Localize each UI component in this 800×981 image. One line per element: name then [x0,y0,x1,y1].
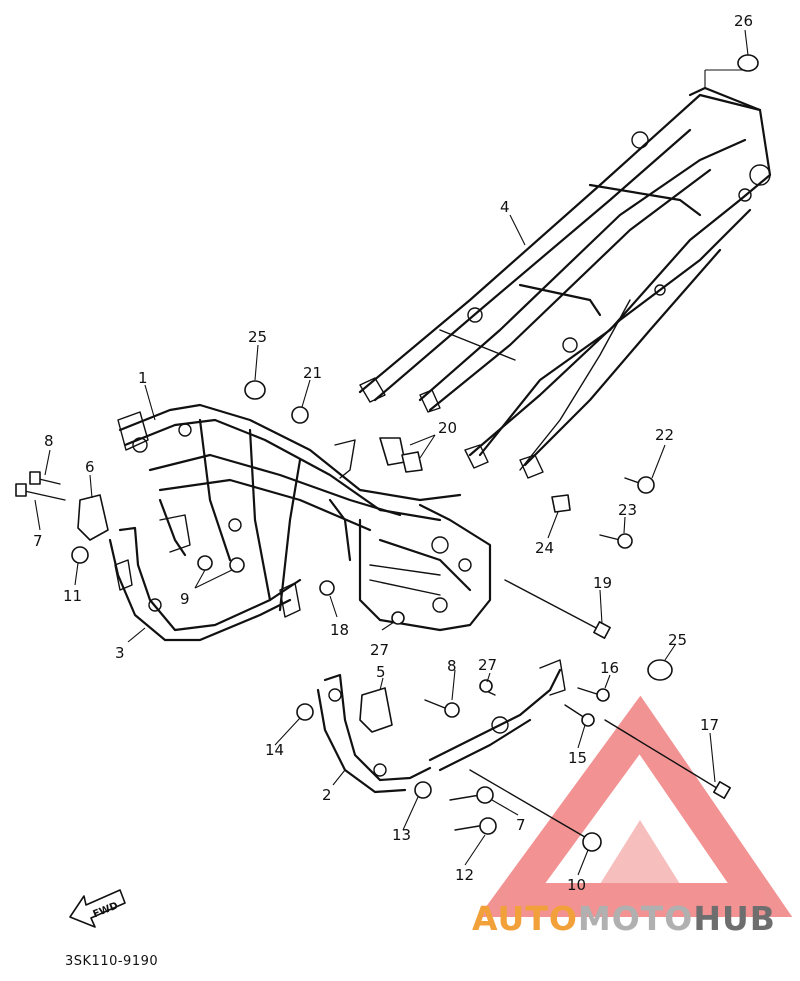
callout-7a: 7 [33,532,43,550]
callout-24: 24 [535,539,554,557]
callout-4: 4 [500,198,510,216]
bolt-head-16 [596,688,610,702]
cap-26 [737,54,759,72]
callout-1: 1 [138,369,148,387]
bolt-15 [564,704,586,719]
callout-26: 26 [734,12,753,30]
collar-20a [379,437,406,466]
nut-27b [479,679,493,693]
long-bolts [15,471,731,841]
watermark-text: AUTOMOTOHUB [472,899,776,938]
callout-numbers: 26 4 25 21 1 20 22 8 6 23 7 24 19 9 11 1… [33,12,753,894]
diagram-code: 3SK110-9190 [65,954,158,969]
callout-19: 19 [593,574,612,592]
bolt-10 [469,769,591,841]
lower-front-bracket [108,526,302,642]
nut-25a [244,380,266,400]
plate-6 [77,494,109,541]
bolt-head-8b [444,702,460,718]
bolt-head-23 [617,533,633,549]
callout-27b: 27 [478,656,497,674]
callout-23: 23 [618,501,637,519]
bolt-head-22 [637,476,655,494]
bolt-head-12 [479,817,497,835]
callout-12: 12 [455,866,474,884]
nut-11 [71,546,89,564]
callout-21: 21 [303,364,322,382]
callout-22: 22 [655,426,674,444]
callout-10: 10 [567,876,586,894]
bolt-23 [599,534,621,541]
callout-20: 20 [438,419,457,437]
callout-27a: 27 [370,641,389,659]
callout-6: 6 [85,458,95,476]
collar-18 [319,580,335,596]
callout-7b: 7 [516,816,526,834]
forward-arrow-icon: FWD [69,889,126,928]
collar-20b [401,451,423,473]
nut-25b [647,659,673,681]
rear-subframe [358,86,772,479]
leader-lines [34,29,749,876]
nut-27a [391,611,405,625]
watermark-moto: MOTO [578,899,693,938]
callout-13: 13 [392,826,411,844]
bolt-19 [504,579,601,631]
watermark-auto: AUTO [472,899,578,938]
callout-11: 11 [63,587,82,605]
callout-17: 17 [700,716,719,734]
callout-16: 16 [600,659,619,677]
callout-15: 15 [568,749,587,767]
nuts-collars [71,54,759,852]
bolt-head-15 [581,713,595,727]
nut-10 [582,832,602,852]
bolt-7 [19,489,66,501]
nut-13 [414,781,432,799]
callout-18: 18 [330,621,349,639]
main-frame [117,403,492,632]
callout-5: 5 [376,663,386,681]
watermark-hub: HUB [693,899,776,938]
collar-9b [229,557,245,573]
callout-9: 9 [180,590,190,608]
collar-21 [291,406,309,424]
bolt-7b [449,794,481,801]
callout-25b: 25 [668,631,687,649]
cross-member [428,659,566,772]
collar-9a [197,555,213,571]
clip-24 [551,494,571,513]
bolt-17 [604,719,721,791]
callout-2: 2 [322,786,332,804]
watermark-logo [478,695,793,917]
callout-3: 3 [115,644,125,662]
nut-14 [296,703,314,721]
callout-14: 14 [265,741,284,759]
plate-5 [359,687,393,733]
callout-25a: 25 [248,328,267,346]
bolt-head-7b [476,786,494,804]
callout-8b: 8 [447,657,457,675]
callout-8a: 8 [44,432,54,450]
